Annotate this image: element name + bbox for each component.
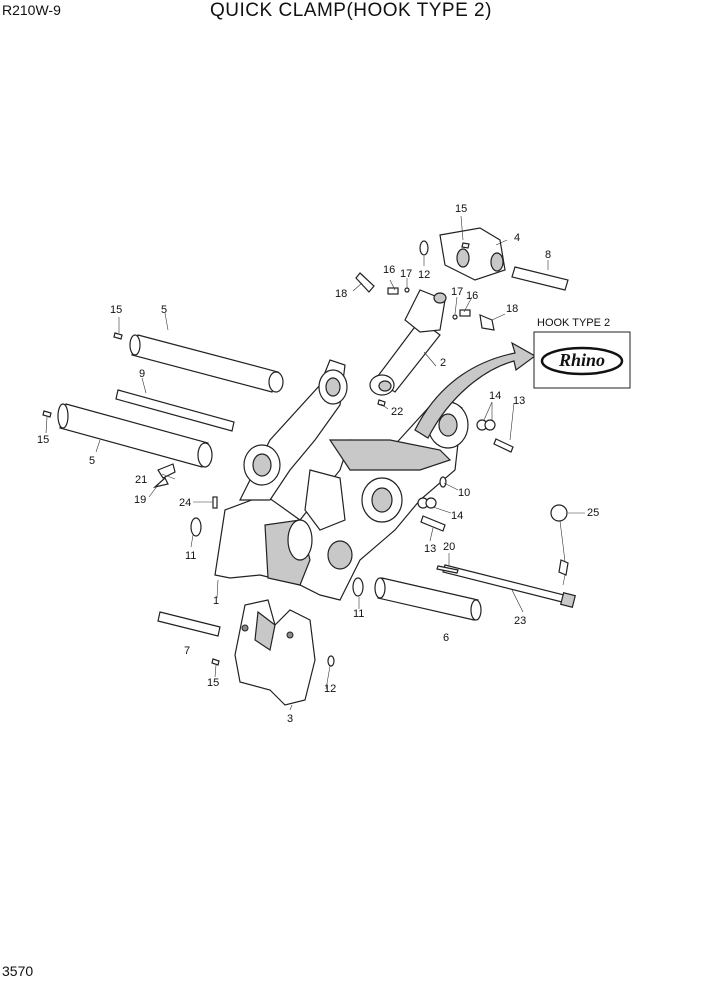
callout-22: 22 xyxy=(391,406,403,418)
callout-16-left: 16 xyxy=(383,264,395,276)
callout-12-top: 12 xyxy=(418,269,430,281)
page-number: 3570 xyxy=(2,963,34,979)
callout-15-hook: 15 xyxy=(207,677,219,689)
callout-3: 3 xyxy=(287,713,293,725)
small-hardware xyxy=(42,240,514,667)
pin-6 xyxy=(374,577,482,621)
hook-type-inset xyxy=(533,331,631,389)
model-number: R210W-9 xyxy=(2,2,61,18)
callout-1: 1 xyxy=(213,595,219,607)
callout-2: 2 xyxy=(440,357,446,369)
hydraulic-cylinder xyxy=(369,289,447,396)
callout-11-right: 11 xyxy=(353,608,364,620)
pin-7 xyxy=(157,611,221,637)
callout-10: 10 xyxy=(458,487,470,499)
callout-13-top: 13 xyxy=(513,395,525,407)
callout-17-left: 17 xyxy=(400,268,412,280)
hook-type-label: HOOK TYPE 2 xyxy=(537,317,610,329)
callout-13-bottom: 13 xyxy=(424,543,436,555)
callout-18-right: 18 xyxy=(506,303,518,315)
pin-9 xyxy=(115,389,235,432)
safety-lock-pin xyxy=(550,504,569,586)
callout-12-bottom: 12 xyxy=(324,683,336,695)
callout-16-right: 16 xyxy=(466,290,478,302)
rhino-logo: Rhino xyxy=(558,350,605,370)
callout-4: 4 xyxy=(514,232,520,244)
callout-5-lower: 5 xyxy=(89,455,95,467)
quick-clamp-frame xyxy=(214,359,469,601)
callout-6: 6 xyxy=(443,632,449,644)
hook-type-arrow xyxy=(414,341,537,439)
pin-8 xyxy=(511,266,569,291)
shaft-23 xyxy=(442,564,577,609)
callout-11-left: 11 xyxy=(185,550,196,562)
callout-5-upper: 5 xyxy=(161,304,167,316)
callout-17-right: 17 xyxy=(451,286,463,298)
callout-19: 19 xyxy=(134,494,146,506)
callout-9: 9 xyxy=(139,368,145,380)
callout-21: 21 xyxy=(135,474,147,486)
pin-5-lower xyxy=(57,403,213,468)
callout-24: 24 xyxy=(179,497,191,509)
callout-23: 23 xyxy=(514,615,526,627)
leader-lines xyxy=(45,215,585,711)
callout-14-top: 14 xyxy=(489,390,501,402)
pin-5-upper xyxy=(129,334,284,393)
callout-18-left: 18 xyxy=(335,288,347,300)
callout-25: 25 xyxy=(587,507,599,519)
callout-7: 7 xyxy=(184,645,190,657)
hook xyxy=(234,599,316,706)
callout-15-wedge: 15 xyxy=(455,203,467,215)
callout-20: 20 xyxy=(443,541,455,553)
page-title: QUICK CLAMP(HOOK TYPE 2) xyxy=(210,0,492,21)
callout-8: 8 xyxy=(545,249,551,261)
callout-14-bottom: 14 xyxy=(451,510,463,522)
wedge xyxy=(439,227,506,281)
callout-15-pin-lower: 15 xyxy=(37,434,49,446)
callout-15-pin-upper: 15 xyxy=(110,304,122,316)
